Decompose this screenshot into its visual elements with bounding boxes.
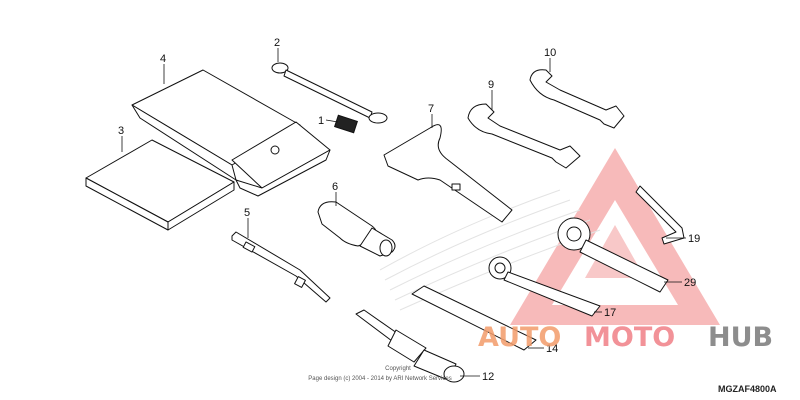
callout-3: 3 bbox=[118, 125, 124, 137]
callout-5: 5 bbox=[244, 207, 250, 219]
callout-12: 12 bbox=[482, 371, 494, 383]
part-10-wrench[interactable] bbox=[529, 69, 625, 129]
callout-17: 17 bbox=[604, 307, 616, 319]
part-6-screwdriver-handle[interactable] bbox=[317, 201, 396, 257]
watermark-text: AUTO MOTO HUB bbox=[478, 322, 773, 353]
callout-1: 1 bbox=[318, 115, 324, 127]
callout-9: 9 bbox=[488, 79, 494, 91]
copyright-line-1: Copyright bbox=[385, 366, 411, 372]
callout-4: 4 bbox=[160, 53, 166, 65]
part-5-screwdriver-bit[interactable] bbox=[231, 231, 331, 303]
part-12-plug-wrench[interactable] bbox=[355, 309, 465, 383]
watermark-hub: HUB bbox=[708, 322, 773, 353]
part-2-wrench[interactable] bbox=[271, 62, 388, 124]
part-29-ring-spanner[interactable] bbox=[557, 217, 669, 293]
callout-10: 10 bbox=[544, 47, 556, 59]
callout-2: 2 bbox=[274, 37, 280, 49]
part-1-clip[interactable] bbox=[334, 114, 358, 134]
callout-6: 6 bbox=[332, 181, 338, 193]
callout-7: 7 bbox=[428, 103, 434, 115]
part-7-hook-spanner[interactable] bbox=[383, 124, 513, 223]
callout-labels: 4 3 2 1 5 6 7 9 10 12 14 17 19 29 bbox=[118, 37, 700, 383]
leader-lines bbox=[121, 48, 686, 377]
part-3-owners-manual[interactable] bbox=[85, 139, 235, 231]
part-19-hex-key[interactable] bbox=[635, 185, 685, 245]
callout-19: 19 bbox=[688, 233, 700, 245]
drawing-code: MGZAF4800A bbox=[718, 384, 777, 394]
part-14-extension-bar[interactable] bbox=[411, 285, 537, 351]
watermark-moto: MOTO bbox=[584, 322, 675, 353]
copyright-line-2: Page design (c) 2004 - 2014 by ARI Netwo… bbox=[308, 376, 451, 382]
part-17-ring-spanner[interactable] bbox=[488, 256, 601, 317]
callout-14: 14 bbox=[546, 343, 558, 355]
part-9-wrench[interactable] bbox=[467, 103, 581, 169]
watermark-auto: AUTO bbox=[478, 322, 561, 353]
part-4-tool-bag[interactable] bbox=[131, 69, 331, 197]
callout-29: 29 bbox=[684, 277, 696, 289]
